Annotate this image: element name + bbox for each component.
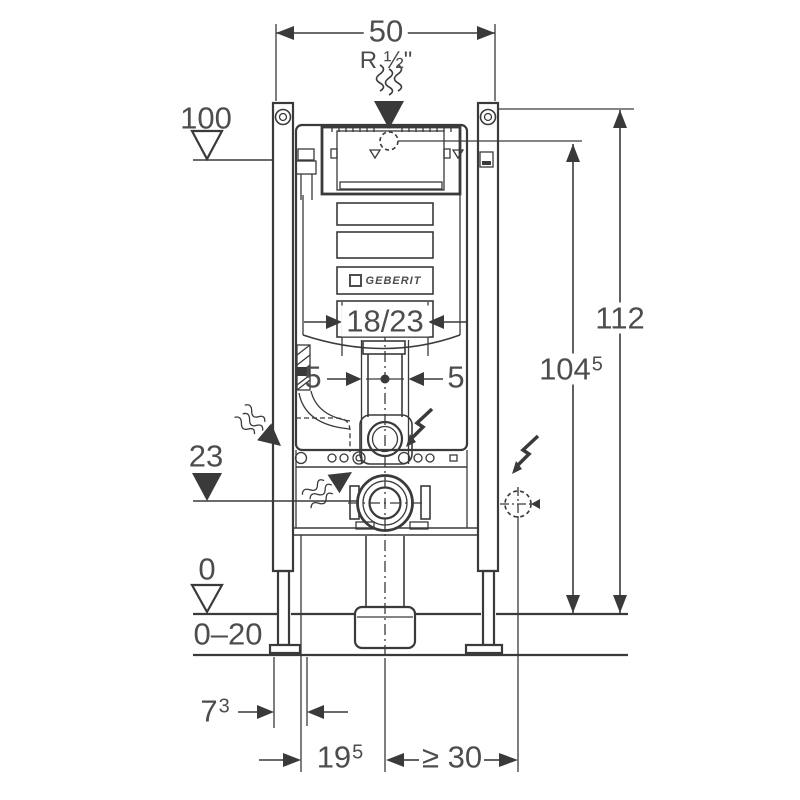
dim-height-supply-label: 1045 (534, 353, 608, 385)
dim-side-clearance-label: ≥ 30 (421, 739, 483, 775)
dim-height-total-label: 112 (590, 302, 650, 334)
mounting-rail-left (268, 101, 302, 655)
electrical-bolt-icon (406, 407, 434, 447)
water-flow-arrow-center-icon (301, 472, 352, 509)
dim-offset-left-label: 5 (304, 359, 322, 395)
service-opening-dashed (296, 417, 351, 452)
floor-buildup-label: 0–20 (193, 616, 263, 652)
water-supply-thread-label: R ½" (359, 47, 413, 74)
floor-lines (193, 612, 628, 657)
fixing-plate (294, 451, 467, 468)
geberit-logo-square-icon (348, 274, 362, 287)
water-supply-arrow-icon (374, 64, 404, 129)
flush-pipe-and-bend (359, 340, 413, 465)
dimension-front-offset (238, 657, 348, 728)
dim-front-offset-label: 73 (200, 693, 230, 729)
water-supply-connection-circle (379, 131, 582, 151)
centerlines (348, 330, 425, 772)
water-flow-arrow-left-icon (234, 404, 281, 446)
electrical-connection-circle (500, 487, 540, 772)
mounting-rail-right (464, 101, 504, 655)
geberit-logo: GEBERIT (337, 267, 433, 294)
datum-23-label: 23 (188, 438, 224, 474)
datum-100-label: 100 (180, 100, 232, 136)
dim-flush-shaft-label: 18/23 (341, 305, 429, 337)
datum-0-label: 0 (198, 551, 216, 587)
datum-100 (190, 129, 272, 162)
dim-offset-right-label: 5 (447, 359, 465, 395)
electrical-bolt-right-icon (512, 434, 540, 474)
datum-0 (190, 583, 224, 615)
dimension-outlet-offset (259, 535, 302, 772)
geberit-logo-text: GEBERIT (365, 274, 422, 287)
dim-outlet-offset-label: 195 (316, 739, 364, 775)
inspection-shaft (320, 125, 465, 196)
cistern-body (294, 123, 469, 528)
dim-frame-width-label: 50 (363, 15, 409, 47)
fill-valve (295, 148, 351, 430)
dimension-height-total (497, 108, 634, 613)
datum-23 (192, 473, 357, 502)
dimension-side-clearance (386, 753, 518, 767)
